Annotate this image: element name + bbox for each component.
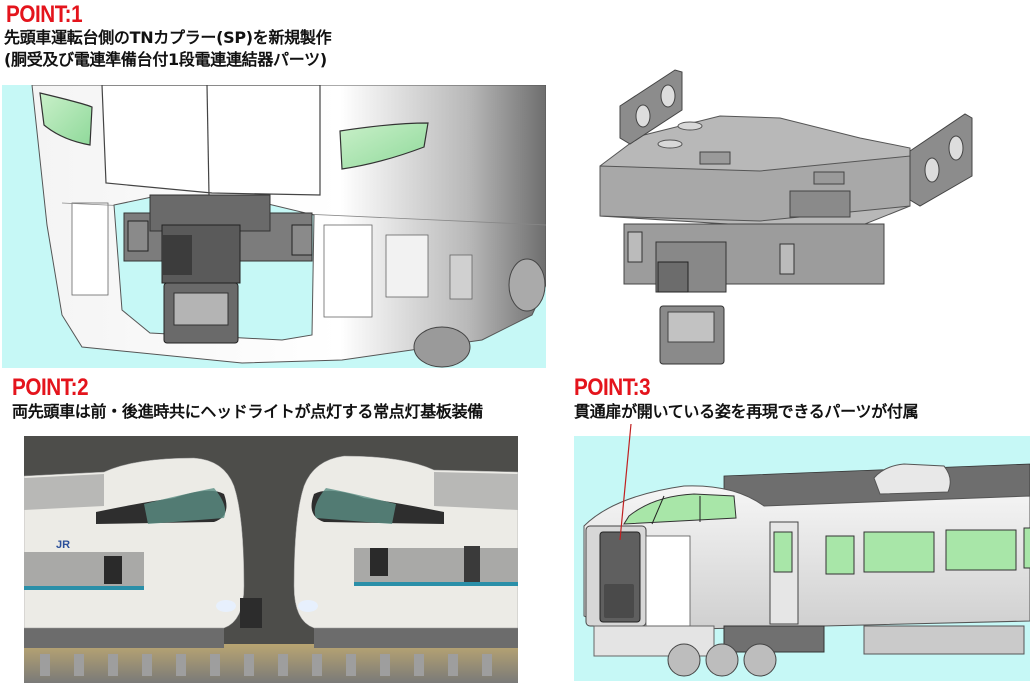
tn-coupler-part-render — [580, 66, 1020, 366]
lead-car-illustration — [583, 463, 1030, 677]
coupled-trains-photo-illustration: JR — [24, 436, 518, 683]
cab-front-coupler-render — [2, 85, 546, 368]
point-2-title: POINT:2 — [12, 374, 89, 401]
point-1-description-line-1: 先頭車運転台側のTNカプラー(SP)を新規製作 — [4, 28, 332, 47]
point-3-description: 貫通扉が開いている姿を再現できるパーツが付属 — [574, 402, 919, 421]
point-1-title: POINT:1 — [6, 1, 83, 28]
point-2-description: 両先頭車は前・後進時共にヘッドライトが点灯する常点灯基板装備 — [12, 402, 484, 421]
open-gangway-door-render — [574, 436, 1030, 681]
coupled-cab-cars-photo: JR — [24, 436, 518, 683]
point-3-title: POINT:3 — [574, 374, 651, 401]
jr-logo: JR — [56, 539, 70, 551]
point-1-description-line-2: (胴受及び電連準備台付1段電連連結器パーツ) — [4, 50, 327, 69]
train-cab-front-illustration — [31, 85, 546, 368]
coupler-part-illustration — [599, 69, 973, 365]
